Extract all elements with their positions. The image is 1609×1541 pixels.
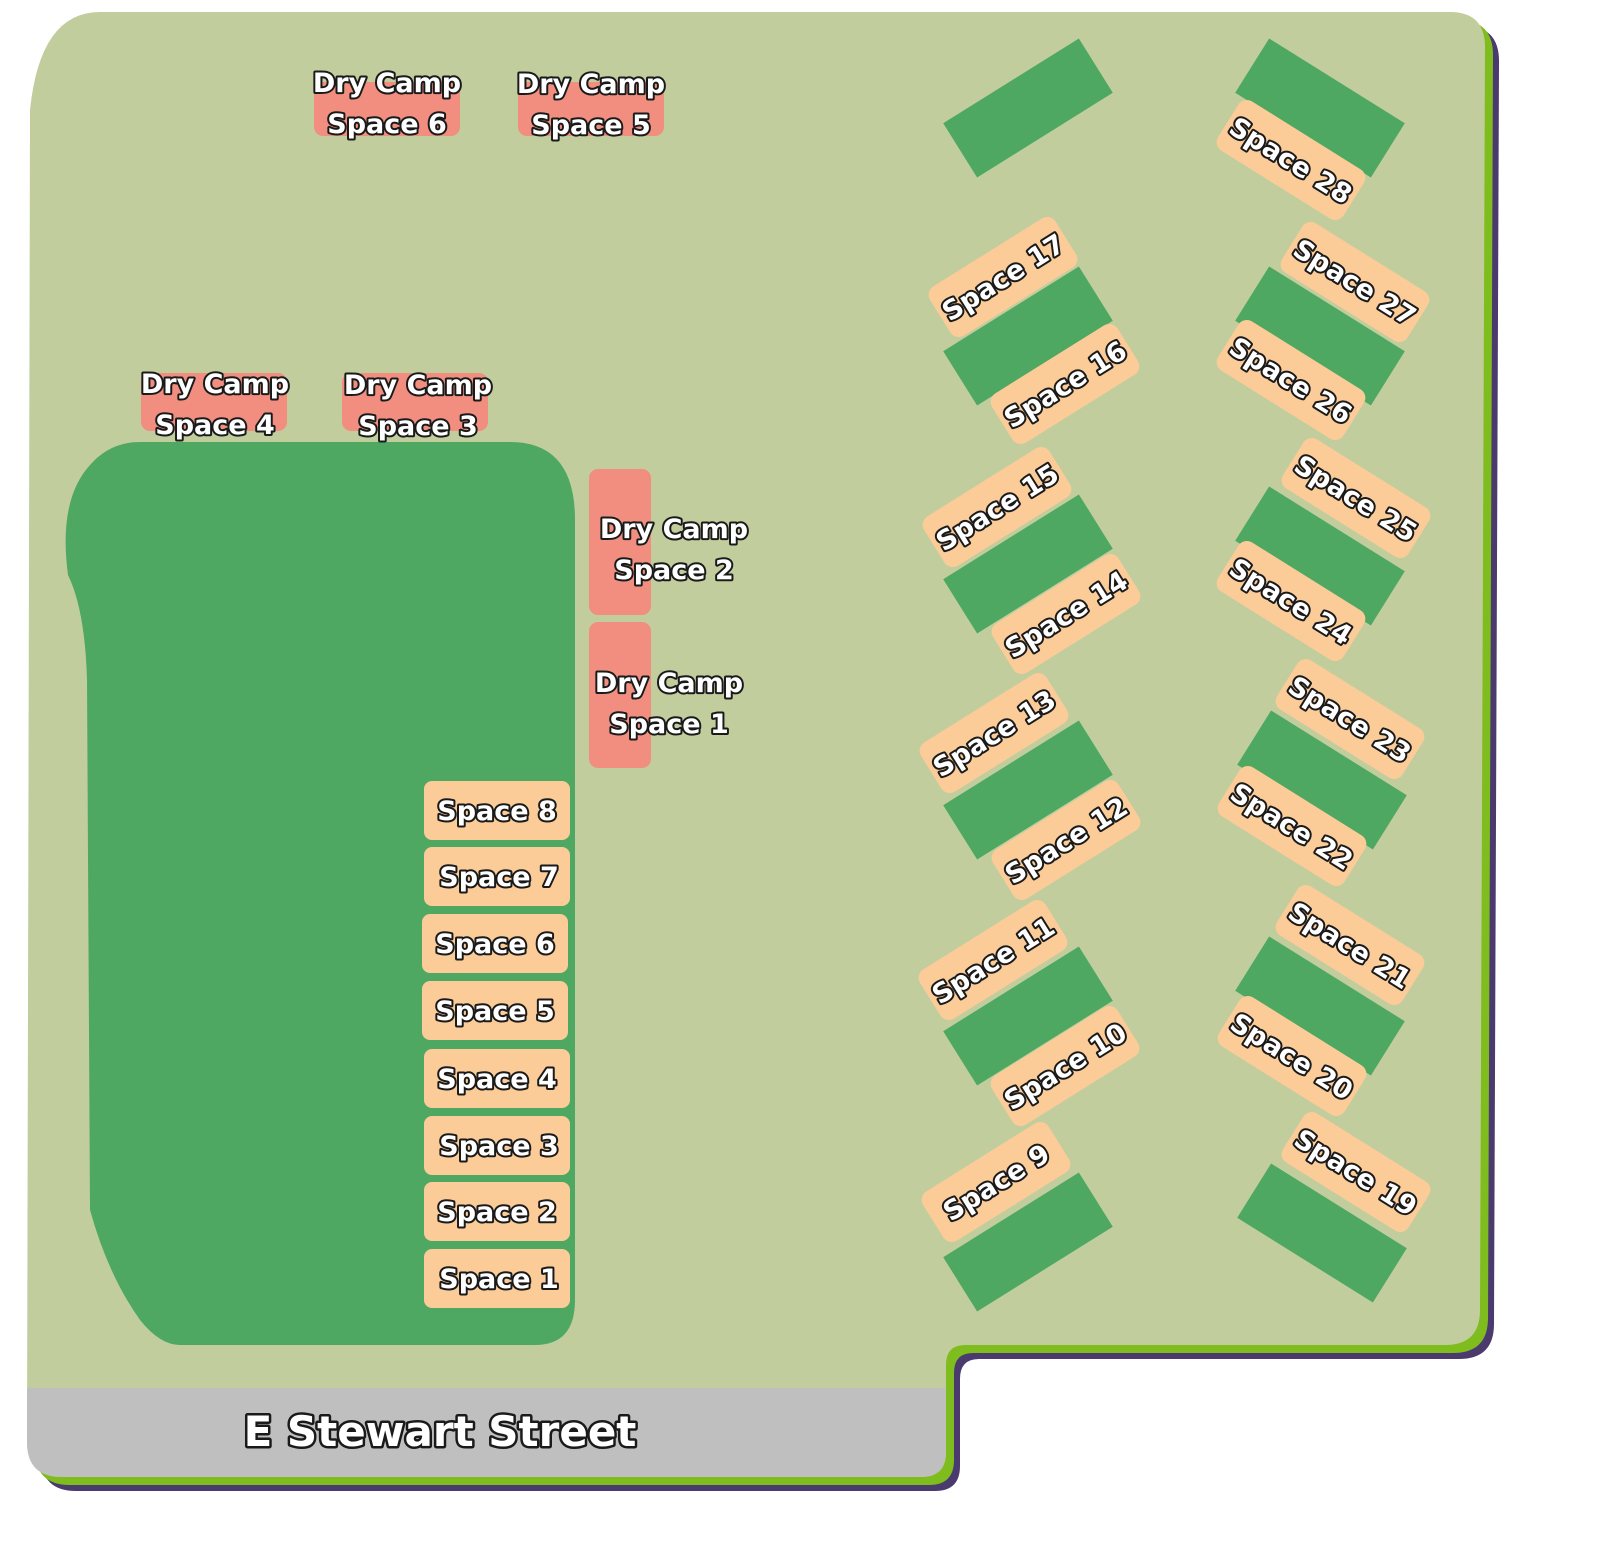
dry-camp-pad-6[interactable]	[314, 82, 460, 136]
space-pad-6[interactable]	[422, 914, 568, 973]
dry-camp-2-line2: Space 2	[614, 555, 734, 586]
space-pad-1[interactable]	[424, 1249, 570, 1308]
space-pad-7[interactable]	[424, 847, 570, 906]
space-label-5: Space 5	[435, 996, 555, 1027]
dry-camp-6-line1: Dry Camp	[313, 68, 461, 99]
dry-camp-5-line2: Space 5	[531, 110, 651, 141]
street	[27, 1388, 946, 1477]
parking-strip-center-16-17	[943, 266, 1113, 406]
dry-camp-pad-2[interactable]	[589, 469, 651, 615]
dry-camp-1-line1: Dry Camp	[595, 668, 743, 699]
dry-camp-pads	[141, 82, 664, 768]
space-label-1: Space 1	[439, 1264, 559, 1295]
dry-camp-4-line2: Space 4	[155, 410, 275, 441]
parking-strip-east-19	[1237, 1163, 1407, 1303]
dry-camp-5-line1: Dry Camp	[517, 69, 665, 100]
east-column: Space 28 Space 27 Space 26 Space 25 Spac…	[1216, 38, 1431, 1303]
space-label-4: Space 4	[437, 1064, 557, 1095]
parking-strip-east-28	[1235, 38, 1405, 178]
space-pad-3[interactable]	[424, 1116, 570, 1175]
space-pad-5[interactable]	[422, 981, 568, 1040]
dry-camp-pad-4[interactable]	[141, 373, 287, 431]
space-pad-2[interactable]	[424, 1182, 570, 1241]
parking-strip-center-9	[943, 1172, 1113, 1312]
dry-camp-4-line1: Dry Camp	[141, 369, 289, 400]
parking-strip-east-22-23	[1237, 710, 1407, 850]
dry-camp-pad-3[interactable]	[342, 373, 488, 431]
dry-camp-labels: Dry Camp Space 6 Dry Camp Space 5 Dry Ca…	[139, 66, 750, 742]
space-label-6: Space 6	[435, 929, 555, 960]
space-pad-4[interactable]	[424, 1049, 570, 1108]
dry-camp-1-line2: Space 1	[609, 709, 729, 740]
parking-strip-east-26-27	[1235, 266, 1405, 406]
dry-camp-6-line2: Space 6	[327, 109, 447, 140]
space-label-8: Space 8	[437, 796, 557, 827]
parking-strip-center-10-11	[943, 946, 1113, 1086]
parking-strip-center-top	[943, 38, 1113, 178]
space-label-2: Space 2	[437, 1197, 557, 1228]
space-label-7: Space 7	[439, 862, 559, 893]
parking-strip-center-12-13	[943, 720, 1113, 860]
dry-camp-3-line2: Space 3	[358, 411, 478, 442]
dry-camp-2-line1: Dry Camp	[600, 514, 748, 545]
dry-camp-pad-5[interactable]	[518, 82, 664, 136]
space-label-3: Space 3	[439, 1131, 559, 1162]
parking-strip-east-24-25	[1235, 486, 1405, 626]
west-row: Space 8 Space 7 Space 6 Space 5 Space 4 …	[422, 781, 570, 1308]
street-name: E Stewart Street	[244, 1407, 637, 1456]
space-pad-8[interactable]	[424, 781, 570, 840]
parking-strip-east-20-21	[1235, 936, 1405, 1076]
parking-strip-center-14-15	[943, 494, 1113, 634]
dry-camp-3-line1: Dry Camp	[344, 370, 492, 401]
dry-camp-pad-1[interactable]	[589, 622, 651, 768]
